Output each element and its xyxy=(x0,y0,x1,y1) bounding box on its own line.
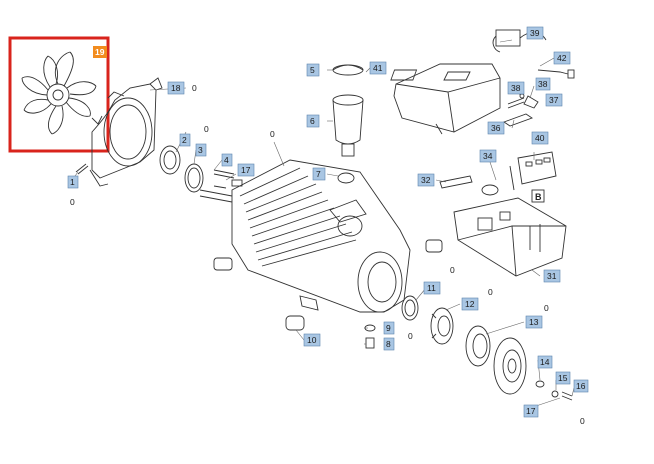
drain-plug xyxy=(364,324,376,349)
callout-32: 32 xyxy=(417,173,435,187)
qty-12: 0 xyxy=(488,287,493,297)
leader-lines xyxy=(71,39,575,411)
callout-3: 3 xyxy=(195,143,207,157)
svg-text:40: 40 xyxy=(535,133,545,143)
qty-11: 0 xyxy=(450,265,455,275)
qty-17b: 0 xyxy=(580,416,585,426)
callout-12: 12 xyxy=(461,297,479,311)
terminal-strip xyxy=(439,165,515,196)
bearing-rings xyxy=(159,145,243,193)
callout-13: 13 xyxy=(525,315,543,329)
callout-17a: 17 xyxy=(237,163,255,177)
svg-text:11: 11 xyxy=(427,283,436,293)
svg-text:14: 14 xyxy=(540,357,550,367)
callout-18: 18 xyxy=(167,81,185,95)
callout-42: 42 xyxy=(553,51,571,65)
svg-text:4: 4 xyxy=(224,155,229,165)
motor-housing xyxy=(199,159,411,313)
callout-8: 8 xyxy=(383,337,395,351)
svg-text:2: 2 xyxy=(182,135,187,145)
svg-text:7: 7 xyxy=(316,169,321,179)
qty-13: 0 xyxy=(544,303,549,313)
callout-34: 34 xyxy=(479,149,497,163)
callout-31: 31 xyxy=(543,269,561,283)
svg-text:18: 18 xyxy=(171,83,181,93)
svg-text:13: 13 xyxy=(529,317,539,327)
callout-16: 16 xyxy=(573,379,589,393)
callout-9: 9 xyxy=(383,321,395,335)
svg-text:31: 31 xyxy=(547,271,557,281)
control-cover xyxy=(390,63,501,135)
callout-41: 41 xyxy=(369,61,387,75)
callout-14: 14 xyxy=(537,355,553,369)
callout-6: 6 xyxy=(306,114,320,128)
oil-reservoir xyxy=(332,64,364,184)
callout-17b: 17 xyxy=(523,404,539,418)
svg-text:37: 37 xyxy=(549,95,559,105)
svg-text:10: 10 xyxy=(307,335,317,345)
svg-text:41: 41 xyxy=(373,63,383,73)
highlight-frame xyxy=(8,36,110,153)
callout-15: 15 xyxy=(555,371,571,385)
svg-text:39: 39 xyxy=(530,28,540,38)
circuit-board xyxy=(517,151,557,203)
svg-text:1: 1 xyxy=(70,177,75,187)
qty-2: 0 xyxy=(204,124,209,134)
svg-text:17: 17 xyxy=(526,406,536,416)
svg-text:12: 12 xyxy=(465,299,475,309)
callout-7: 7 xyxy=(312,167,326,181)
pump-discs xyxy=(465,325,527,395)
svg-text:15: 15 xyxy=(558,373,568,383)
callout-39: 39 xyxy=(526,26,544,40)
pin-part xyxy=(75,163,89,175)
marker-b: B xyxy=(535,192,542,202)
callout-5: 5 xyxy=(306,63,320,77)
roller-parts xyxy=(285,239,443,331)
svg-text:19: 19 xyxy=(95,47,105,57)
svg-text:9: 9 xyxy=(386,323,391,333)
svg-text:38: 38 xyxy=(511,83,521,93)
callout-11: 11 xyxy=(423,281,441,295)
qty-8: 0 xyxy=(408,331,413,341)
svg-text:36: 36 xyxy=(491,123,501,133)
svg-text:34: 34 xyxy=(483,151,493,161)
callout-4: 4 xyxy=(221,153,233,167)
control-box xyxy=(453,197,567,277)
callout-36: 36 xyxy=(487,121,505,135)
callout-37: 37 xyxy=(545,93,563,107)
svg-text:32: 32 xyxy=(421,175,431,185)
callout-2: 2 xyxy=(179,133,191,147)
fan-wheel xyxy=(21,51,97,135)
svg-text:17: 17 xyxy=(241,165,251,175)
svg-text:42: 42 xyxy=(557,53,567,63)
small-screws xyxy=(535,380,573,401)
fan-shroud xyxy=(89,77,163,187)
callout-38b: 38 xyxy=(535,77,551,91)
callout-1: 1 xyxy=(67,175,79,189)
svg-text:8: 8 xyxy=(386,339,391,349)
qty-motor: 0 xyxy=(270,129,275,139)
svg-text:5: 5 xyxy=(310,65,315,75)
svg-text:6: 6 xyxy=(310,116,315,126)
callout-19: 19 xyxy=(93,46,107,58)
svg-text:38: 38 xyxy=(538,79,548,89)
qty-18: 0 xyxy=(192,83,197,93)
bracket-parts xyxy=(503,93,539,127)
callout-38: 38 xyxy=(507,81,525,95)
svg-text:3: 3 xyxy=(198,145,203,155)
callout-40: 40 xyxy=(531,131,549,145)
callout-10: 10 xyxy=(303,333,321,347)
svg-text:16: 16 xyxy=(576,381,586,391)
wobble-plate xyxy=(430,307,454,345)
qty-1: 0 xyxy=(70,197,75,207)
